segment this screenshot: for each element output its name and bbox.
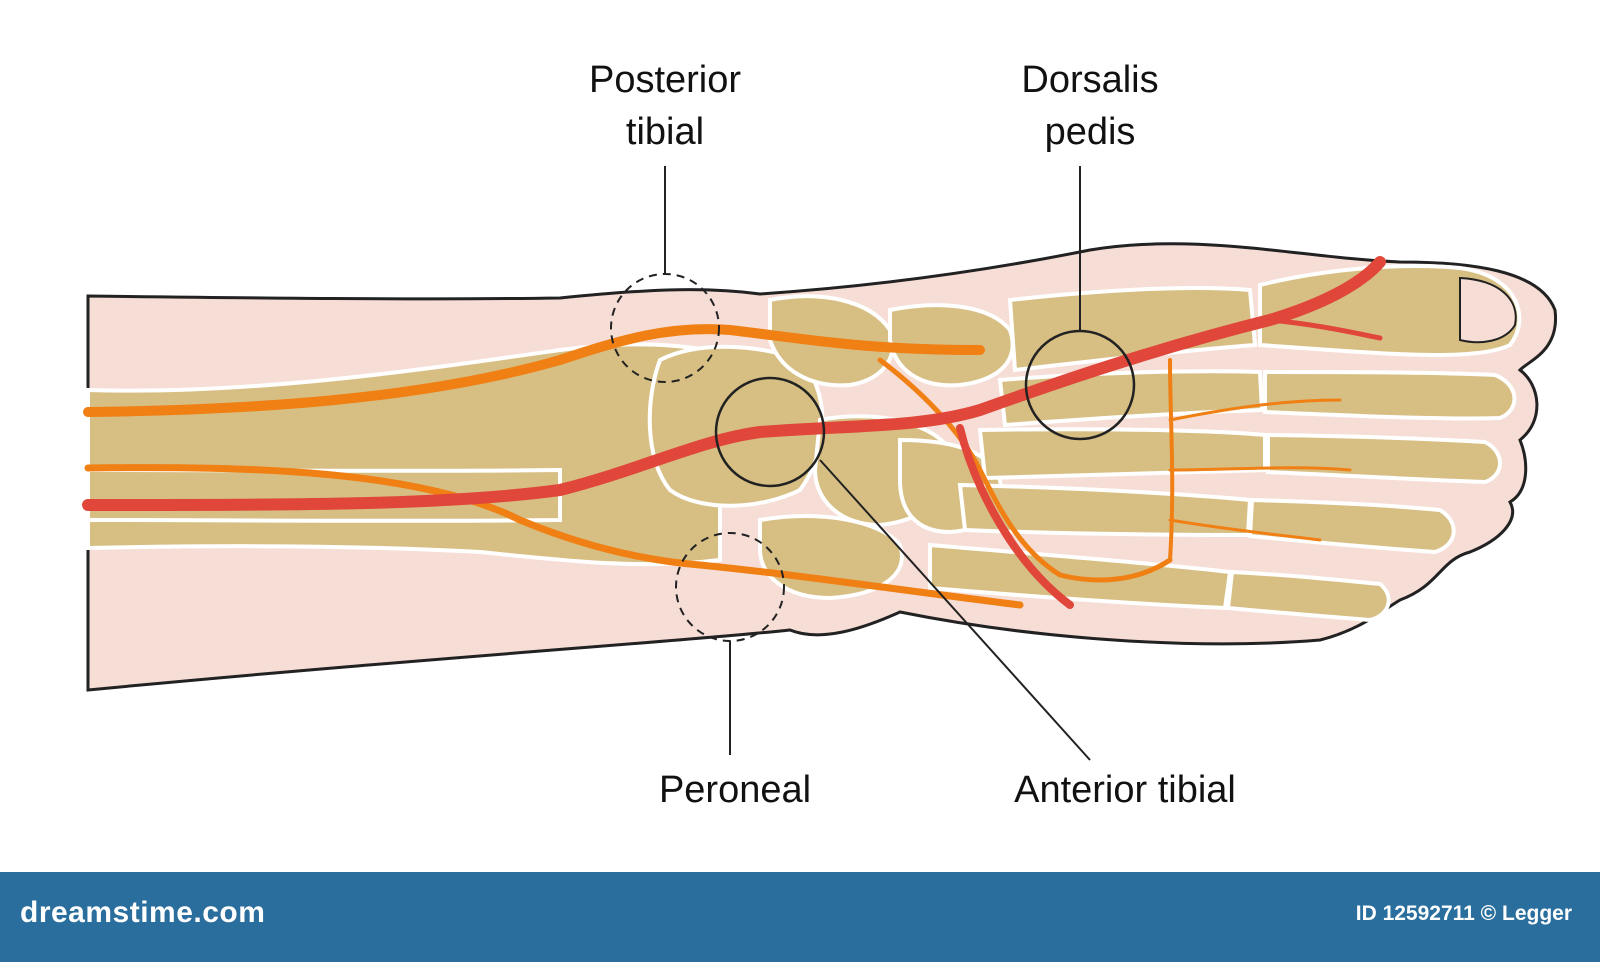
image-credit: ID 12592711 © Legger bbox=[1355, 902, 1572, 925]
footer-bar: dreamstime.com ID 12592711 © Legger bbox=[0, 872, 1600, 962]
label-posterior-tibial: Posterior tibial bbox=[588, 59, 742, 153]
leader-lines bbox=[664, 166, 1091, 761]
anterior-tibial-pulse-circle bbox=[714, 376, 826, 488]
orange-arteries bbox=[83, 324, 1352, 609]
toenail bbox=[1459, 276, 1517, 344]
label-peroneal: Peroneal bbox=[658, 769, 812, 811]
red-arteries bbox=[82, 256, 1386, 609]
label-anterior-tibial: Anterior tibial bbox=[1014, 769, 1236, 811]
label-dorsalis-pedis: Dorsalis pedis bbox=[1021, 59, 1159, 153]
brand-link[interactable]: dreamstime.com bbox=[20, 896, 266, 929]
toe-bones bbox=[1225, 264, 1522, 623]
